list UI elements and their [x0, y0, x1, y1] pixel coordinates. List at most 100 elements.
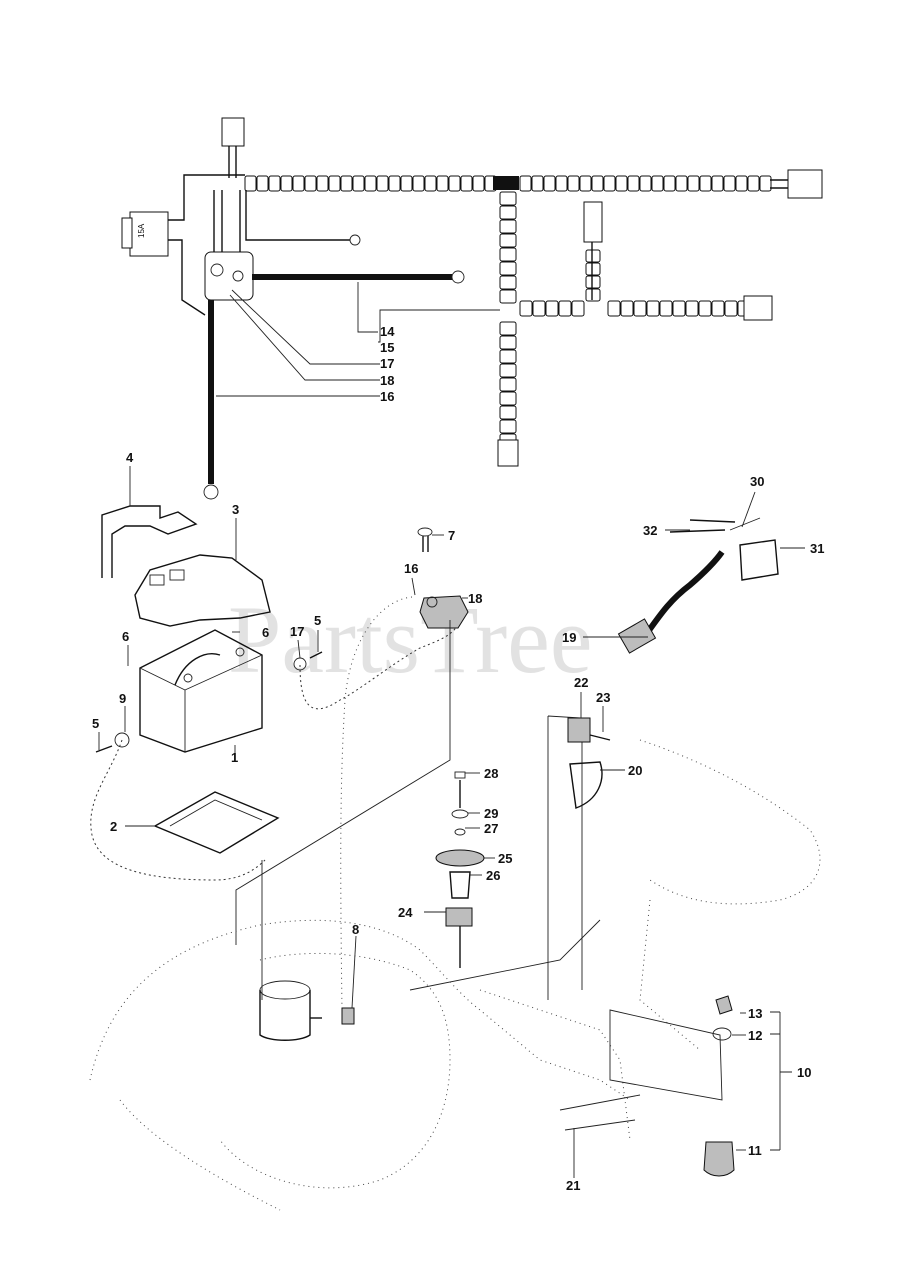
sleeve-segment [519, 175, 532, 192]
sleeve-segment [615, 175, 628, 192]
sleeve-segment [364, 175, 377, 192]
sleeve-segment [268, 175, 281, 192]
callout-5: 5 [314, 613, 321, 628]
switch-bracket-vertical [547, 715, 583, 1000]
sleeve-segment [499, 219, 517, 234]
sleeve-segment [499, 391, 517, 406]
chassis-outline [89, 739, 821, 1211]
sleeve-segment [499, 247, 517, 262]
branch-connector [583, 201, 603, 243]
middle-right-connector [743, 295, 773, 321]
ignition-switch [204, 190, 254, 301]
plunger-switch [567, 717, 611, 743]
sleeve-segment [620, 300, 634, 317]
sleeve-segment [627, 175, 640, 192]
callout-14: 14 [380, 324, 395, 339]
callout-9: 9 [119, 691, 126, 706]
callout-23: 23 [596, 690, 610, 705]
sleeve-segment [633, 300, 647, 317]
clip [569, 761, 603, 809]
sleeve-segment [659, 300, 673, 317]
sleeve-segment [639, 175, 652, 192]
sleeve-segment [499, 405, 517, 420]
harness-main-sleeve [244, 175, 772, 192]
callout-20: 20 [628, 763, 642, 778]
sleeve-segment [531, 175, 544, 192]
fuse [341, 1007, 355, 1025]
sleeve-segment [376, 175, 389, 192]
harness-middle-sleeve [519, 249, 751, 317]
sleeve-segment [499, 363, 517, 378]
sleeve-segment [280, 175, 293, 192]
sleeve-segment [448, 175, 461, 192]
callout-31: 31 [810, 541, 824, 556]
sleeve-segment [571, 300, 585, 317]
sleeve-segment [555, 175, 568, 192]
sleeve-segment [316, 175, 329, 192]
callout-17-lower: 17 [290, 624, 304, 639]
sleeve-segment [747, 175, 760, 192]
battery-mat [153, 791, 280, 854]
sleeve-segment [735, 175, 748, 192]
sleeve-segment [400, 175, 413, 192]
sleeve-segment [579, 175, 592, 192]
sleeve-segment [585, 262, 601, 276]
sleeve-segment [687, 175, 700, 192]
battery [139, 629, 263, 753]
wiring-harness: 15A [121, 117, 823, 500]
sleeve-segment [723, 175, 736, 192]
sleeve-segment [585, 249, 601, 263]
sleeve-segment [759, 175, 772, 192]
sleeve-segment [499, 261, 517, 276]
callout-4: 4 [126, 450, 134, 465]
sleeve-segment [607, 300, 621, 317]
callout-1: 1 [231, 750, 238, 765]
ring-terminal-upper [349, 234, 361, 246]
callout-18: 18 [380, 373, 394, 388]
sleeve-segment [558, 300, 572, 317]
sleeve-segment [685, 300, 699, 317]
wire-harness-21 [559, 1094, 641, 1131]
callout-17: 17 [380, 356, 394, 371]
right-connector [787, 169, 823, 199]
callout-5-lower: 5 [92, 716, 99, 731]
sleeve-segment [672, 300, 686, 317]
callout-2: 2 [110, 819, 117, 834]
leader-lines [98, 466, 805, 1178]
sleeve-segment [711, 175, 724, 192]
sleeve-segment [499, 205, 517, 220]
battery-cover [134, 554, 271, 627]
sleeve-segment [388, 175, 401, 192]
callout-18-lower: 18 [468, 591, 482, 606]
relay-rating: 15A [137, 223, 146, 238]
sleeve-segment [499, 191, 517, 206]
sleeve-segment [532, 300, 546, 317]
callout-13: 13 [748, 1006, 762, 1021]
sleeve-segment [292, 175, 305, 192]
sleeve-segment [352, 175, 365, 192]
sleeve-segment [499, 275, 517, 290]
callout-30: 30 [750, 474, 764, 489]
callout-8: 8 [352, 922, 359, 937]
key-switch-assembly [703, 995, 735, 1177]
callout-24: 24 [398, 905, 413, 920]
callout-22: 22 [574, 675, 588, 690]
sleeve-segment [675, 175, 688, 192]
sleeve-segment [567, 175, 580, 192]
sleeve-segment [499, 349, 517, 364]
top-connector [221, 117, 245, 147]
sleeve-segment [651, 175, 664, 192]
sleeve-segment [304, 175, 317, 192]
watermark: PartsTree [228, 586, 592, 693]
ring-terminal-battery [203, 484, 219, 500]
callout-16-lower: 16 [404, 561, 418, 576]
sleeve-segment [585, 275, 601, 289]
callout-3: 3 [232, 502, 239, 517]
sleeve-segment [499, 377, 517, 392]
sleeve-segment [499, 289, 517, 304]
sleeve-segment [472, 175, 485, 192]
callout-10: 10 [797, 1065, 811, 1080]
callout-26: 26 [486, 868, 500, 883]
